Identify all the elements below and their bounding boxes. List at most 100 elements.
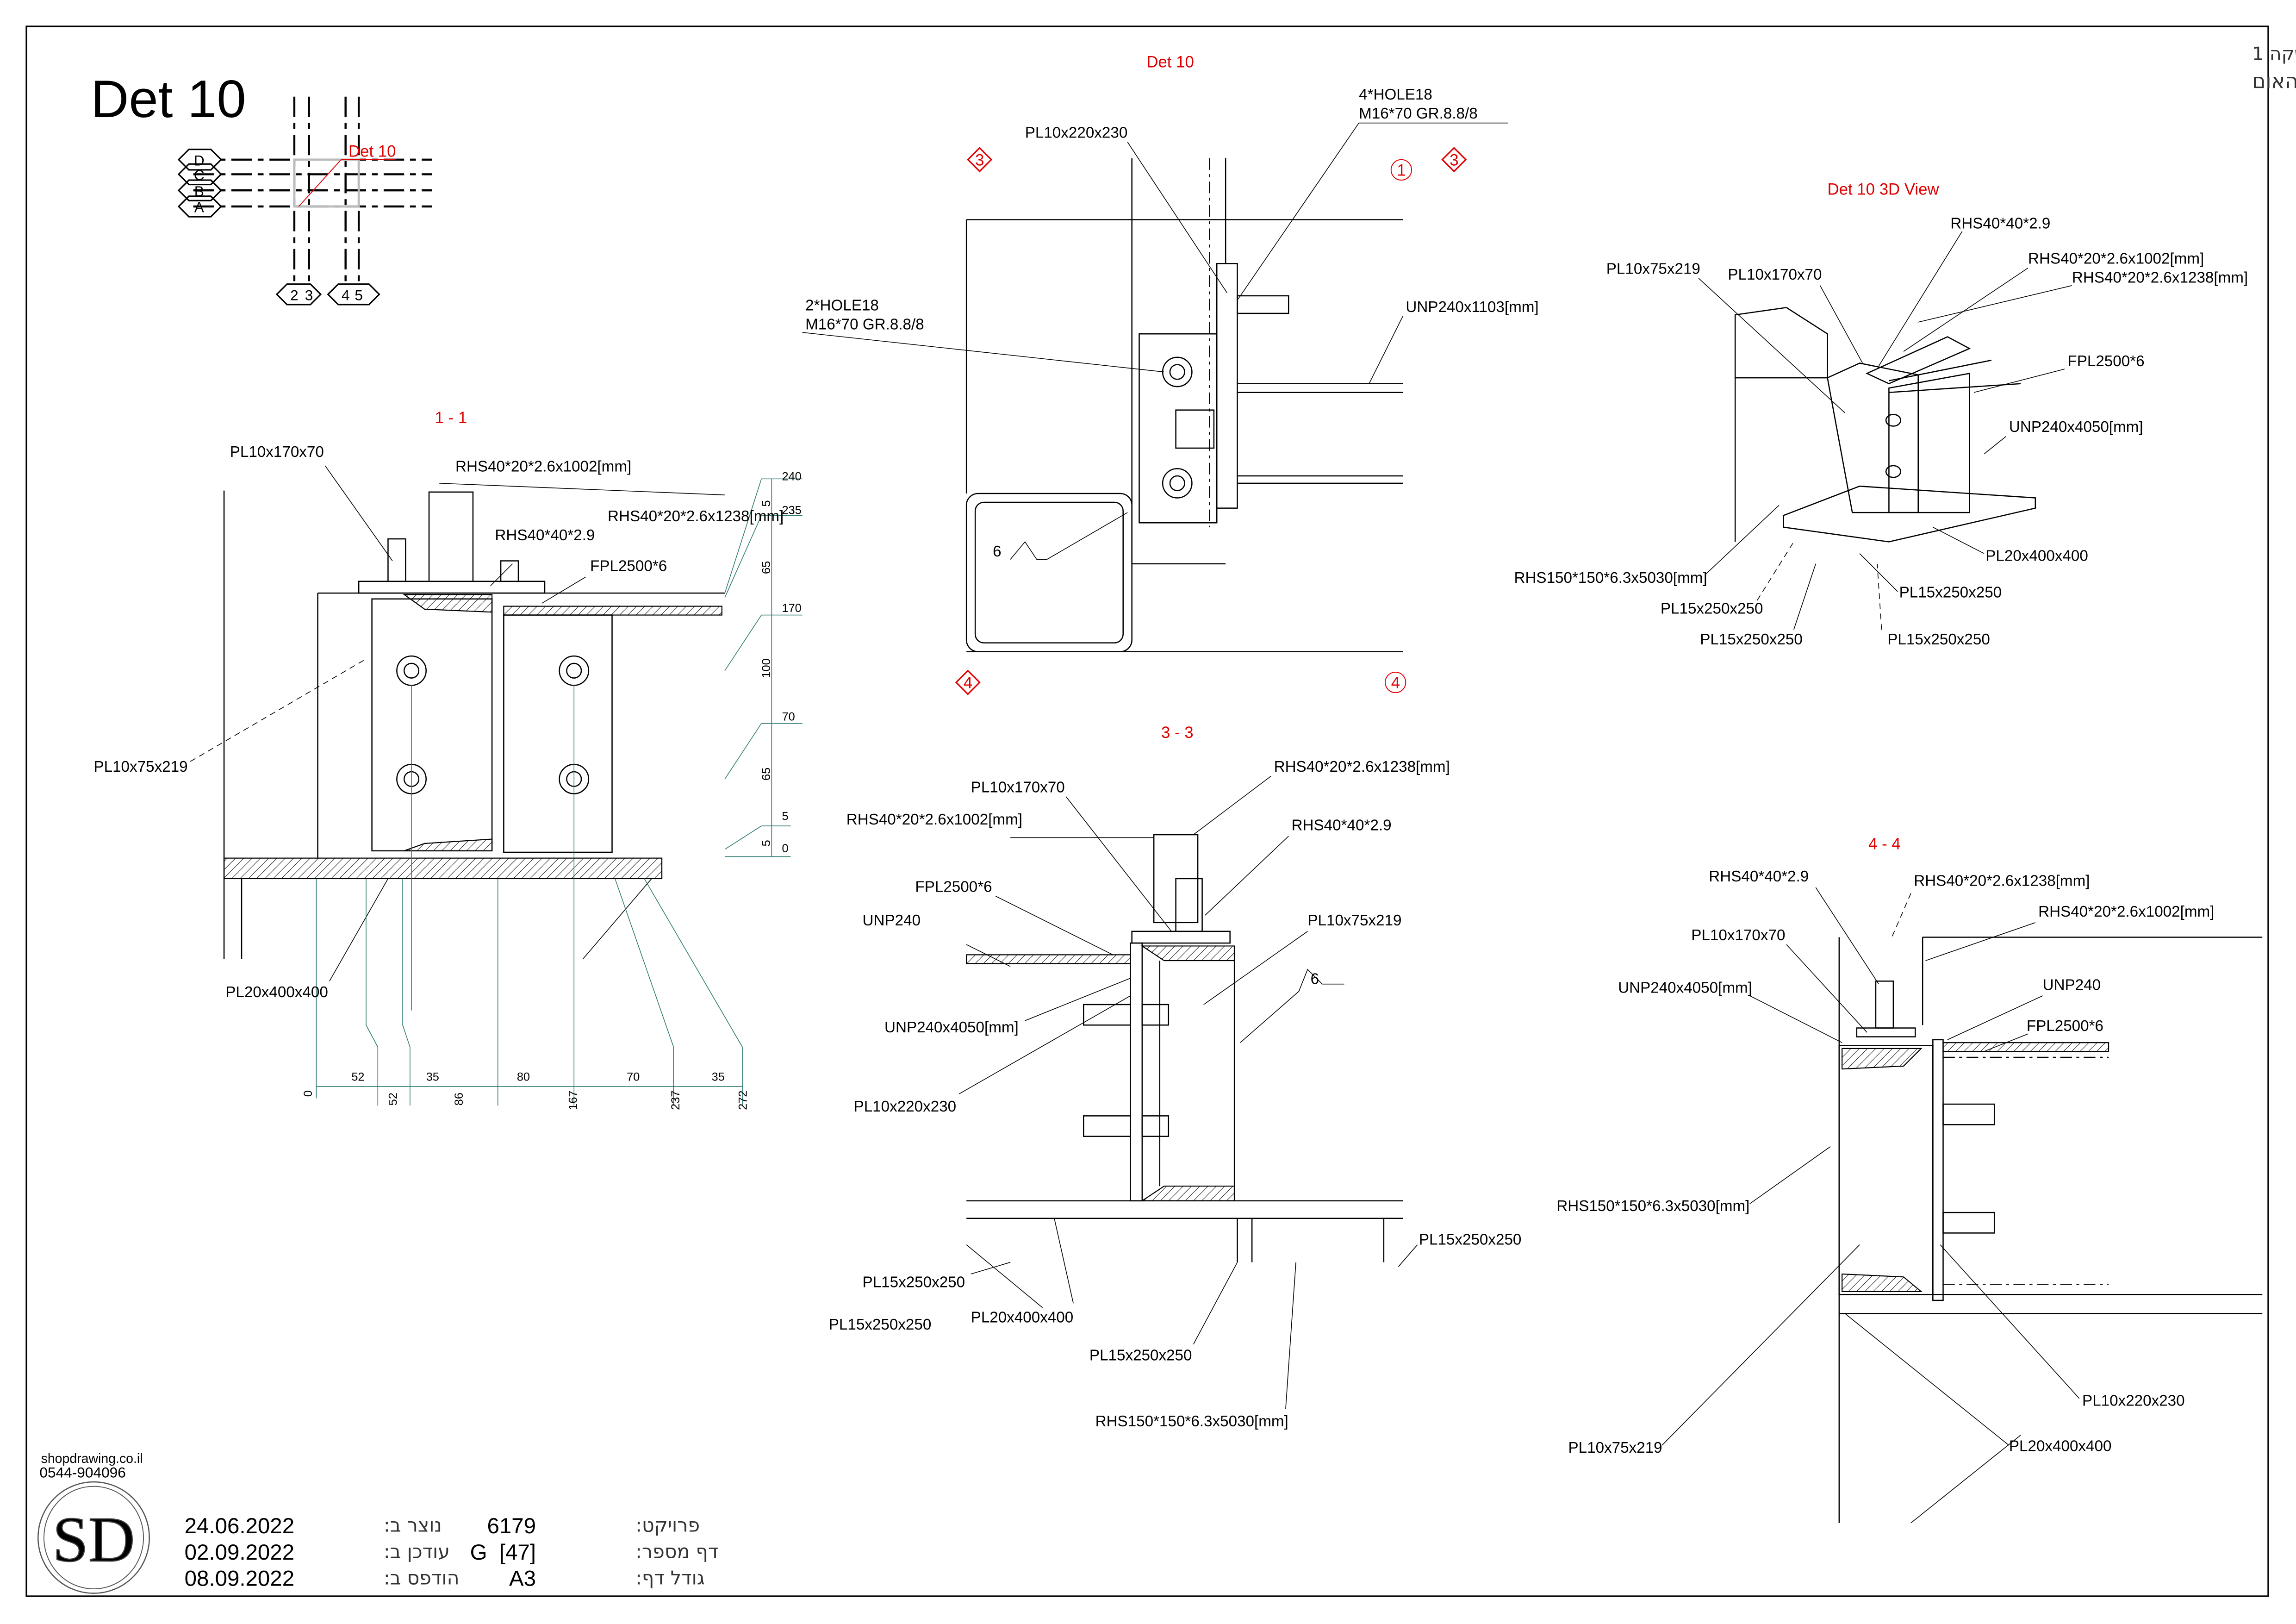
svg-text:80: 80: [517, 1070, 530, 1083]
svg-text:100: 100: [760, 658, 773, 678]
label: PL20x400x400: [1985, 548, 2088, 565]
grid-row-d: D: [194, 152, 205, 169]
label: RHS40*20*2.6x1002[mm]: [2028, 250, 2204, 267]
project-number: 6179: [487, 1514, 536, 1538]
sheet-border: [25, 25, 2269, 1597]
label: UNP240: [2043, 976, 2101, 993]
svg-text:35: 35: [712, 1070, 725, 1083]
label: PL10x170x70: [971, 779, 1065, 796]
detail-10-title: Det 10: [1146, 54, 1194, 71]
label: FPL2500*6: [2027, 1018, 2103, 1035]
label: PL20x400x400: [2009, 1438, 2112, 1455]
section-1-1: 1 - 1: [93, 409, 803, 1110]
svg-text:0: 0: [782, 842, 789, 855]
svg-text:70: 70: [627, 1070, 640, 1083]
svg-text:235: 235: [782, 504, 802, 517]
label: PL10x75x219: [1307, 912, 1401, 929]
grid-col-2: 2: [290, 287, 299, 303]
label: PL10x220x230: [1025, 124, 1128, 141]
key-plan: Det 10 D C B A 2 3 4 5: [177, 96, 432, 306]
key-plan-callout: Det 10: [348, 143, 396, 160]
grid-row-bubbles: D C B A: [177, 149, 222, 218]
detail-10-view: Det 10 6 3 1 3: [802, 54, 1539, 695]
label: RHS40*20*2.6x1002[mm]: [846, 811, 1022, 828]
sheet-size-label: גודל דף:: [635, 1567, 705, 1589]
horizontal-dimension-values: 52 35 80 70 35 0 52 86 167 237 272: [302, 1070, 750, 1110]
label: UNP240x4050[mm]: [1618, 980, 1752, 997]
printed-date: 08.09.2022: [185, 1567, 294, 1591]
svg-text:0: 0: [302, 1090, 315, 1097]
label: RHS150*150*6.3x5030[mm]: [1514, 569, 1707, 587]
created-label: נוצר ב:: [384, 1514, 442, 1537]
grid-column-bubbles: 2 3 4 5: [275, 283, 380, 306]
label: UNP240x1103[mm]: [1406, 299, 1538, 316]
label: PL15x250x250: [1661, 600, 1763, 617]
label: RHS40*20*2.6x1238[mm]: [1274, 758, 1450, 775]
label: 4*HOLE18: [1359, 86, 1432, 103]
label: M16*70 GR.8.8/8: [1359, 105, 1478, 122]
svg-text:65: 65: [760, 768, 773, 781]
label: PL10x220x230: [854, 1098, 957, 1115]
title-block: shopdrawing.co.il 0544-904096 SD 24.06.2…: [37, 1451, 718, 1594]
svg-text:4: 4: [1391, 675, 1400, 692]
svg-text:167: 167: [567, 1090, 580, 1110]
label: M16*70 GR.8.8/8: [805, 316, 924, 333]
grid-col-3: 3: [305, 287, 313, 303]
sheet-title: Det 10: [91, 70, 246, 129]
website: shopdrawing.co.il: [41, 1451, 143, 1466]
label: PL15x250x250: [1700, 631, 1803, 648]
bolts: [396, 655, 590, 794]
label: RHS40*40*2.9: [1950, 215, 2050, 232]
svg-text:52: 52: [351, 1070, 364, 1083]
label: PL10x75x219: [1606, 261, 1700, 278]
grid-row-c: C: [194, 167, 205, 183]
svg-text:4: 4: [964, 675, 972, 692]
3d-view: Det 10 3D View RHS40*40*2.9 RHS40*20*2.6…: [1514, 181, 2248, 648]
label: PL20x400x400: [971, 1309, 1074, 1326]
sheet-size: A3: [509, 1567, 536, 1591]
label: PL15x250x250: [1419, 1231, 1522, 1249]
project-label: פרויקט:: [635, 1514, 700, 1537]
label: RHS150*150*6.3x5030[mm]: [1556, 1198, 1749, 1215]
grid-col-5: 5: [355, 287, 363, 303]
label: PL15x250x250: [863, 1274, 965, 1291]
grid-row-b: B: [194, 183, 204, 200]
label: PL10x75x219: [1568, 1439, 1662, 1456]
label: UNP240: [863, 912, 921, 929]
label: PL15x250x250: [1899, 584, 2002, 601]
grid-row-a: A: [194, 199, 205, 216]
label: UNP240x4050[mm]: [884, 1019, 1019, 1036]
svg-text:3: 3: [975, 151, 984, 169]
label: RHS150*150*6.3x5030[mm]: [1095, 1413, 1288, 1430]
svg-text:SD: SD: [53, 1504, 135, 1575]
svg-text:272: 272: [737, 1090, 750, 1110]
label: FPL2500*6: [2067, 353, 2144, 370]
label: PL10x170x70: [1691, 927, 1785, 944]
svg-text:86: 86: [453, 1093, 466, 1106]
created-date: 24.06.2022: [185, 1514, 294, 1538]
section-4-4: 4 - 4 RHS40*40*2.9 RHS40*20*2.6x1238[mm]…: [1556, 836, 2263, 1524]
label: RHS40*40*2.9: [1709, 868, 1809, 885]
section-4-4-title: 4 - 4: [1868, 836, 1901, 853]
label: RHS40*20*2.6x1002[mm]: [2038, 903, 2214, 920]
weld-symbol: 6: [993, 543, 1001, 560]
section-markers: 3 1 3 4 4: [955, 147, 1467, 695]
label: FPL2500*6: [590, 558, 667, 575]
3d-view-title: Det 10 3D View: [1828, 181, 1940, 199]
weld-note: עובי ריתוך: מילאת 0.7 מהדק (לפחות 5) ; ה…: [2252, 44, 2296, 65]
svg-text:70: 70: [782, 710, 795, 723]
svg-text:5: 5: [782, 810, 789, 823]
svg-text:35: 35: [426, 1070, 439, 1083]
svg-text:52: 52: [386, 1093, 399, 1106]
label: FPL2500*6: [915, 878, 992, 895]
updated-date: 02.09.2022: [185, 1540, 294, 1565]
sheet-number-label: דף מספר:: [635, 1541, 718, 1563]
label: RHS40*40*2.9: [495, 527, 595, 544]
label: RHS40*20*2.6x1238[mm]: [608, 508, 784, 525]
section-1-1-title: 1 - 1: [435, 409, 467, 427]
svg-text:170: 170: [782, 602, 802, 615]
label: RHS40*20*2.6x1238[mm]: [1914, 873, 2090, 890]
svg-text:1: 1: [1397, 162, 1406, 180]
label: PL15x250x250: [1887, 631, 1990, 648]
